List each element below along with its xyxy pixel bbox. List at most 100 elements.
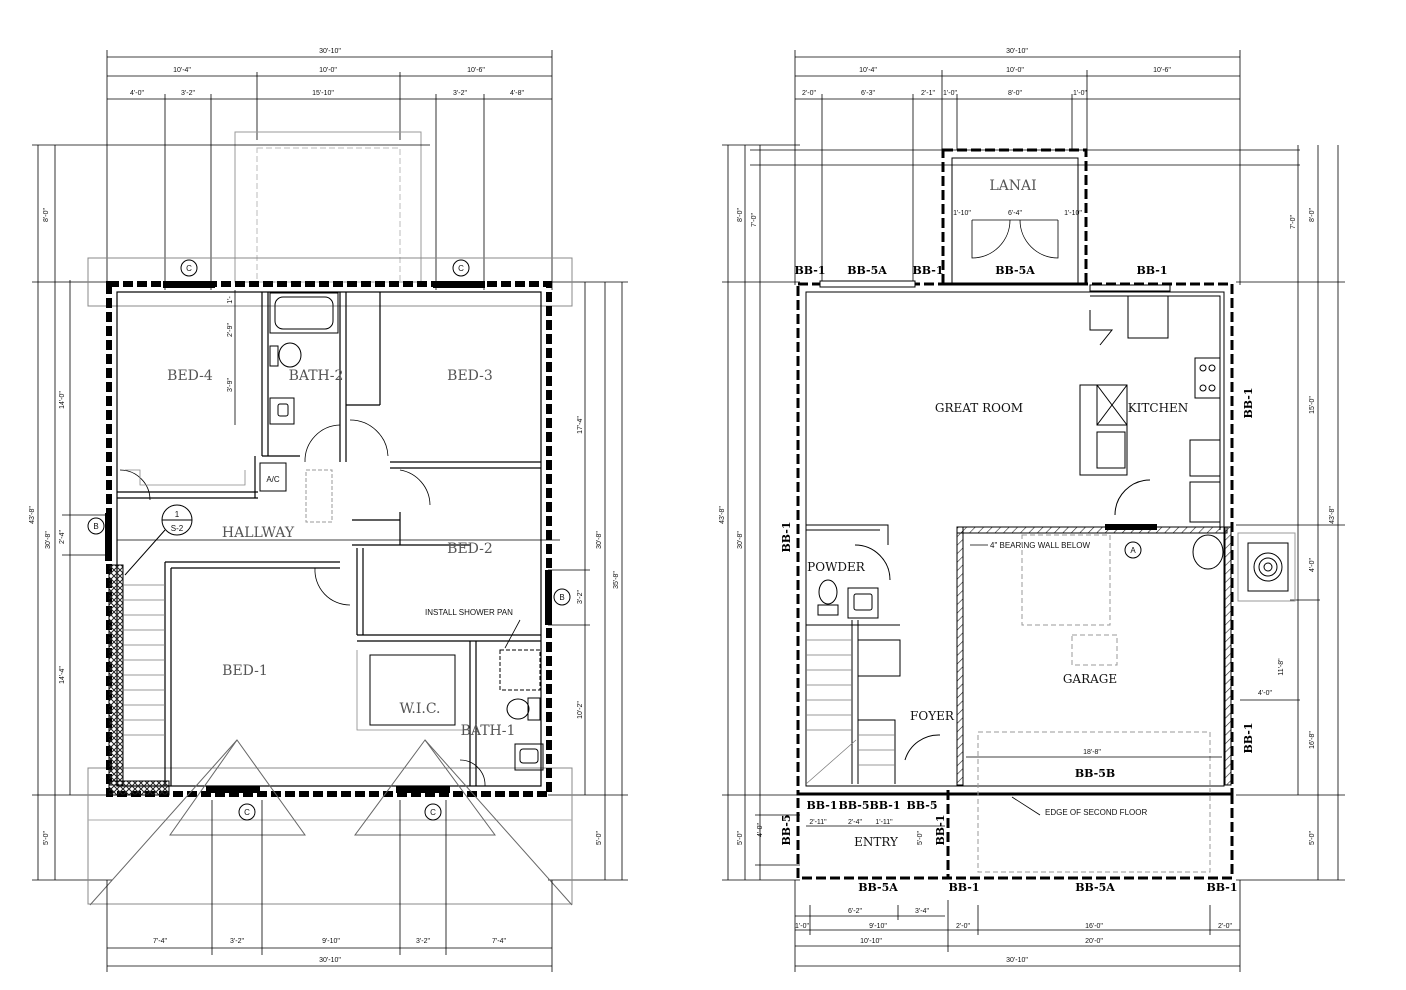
right-dim: 5'-0" bbox=[1309, 831, 1316, 845]
bearing-wall-note: 4" BEARING WALL BELOW bbox=[990, 541, 1091, 550]
eave-outline-bottom bbox=[87, 767, 573, 905]
section-tag bbox=[124, 504, 193, 576]
entry-dim: 2'-4" bbox=[848, 819, 862, 826]
bottom-dim: 20'-0" bbox=[1085, 938, 1103, 945]
right-dim: 35'-8" bbox=[613, 571, 620, 589]
beam-label: BB-5 bbox=[906, 799, 937, 812]
left-dim: 14'-0" bbox=[59, 391, 66, 409]
right-dim: 10'-2" bbox=[577, 701, 584, 719]
bottom-dim: 9'-10" bbox=[869, 923, 887, 930]
beam-label: BB-1 bbox=[1242, 722, 1255, 753]
left-dim: 7'-0" bbox=[751, 213, 758, 227]
room-label-bed-1: BED-1 bbox=[222, 663, 268, 679]
room-label-great-room: GREAT ROOM bbox=[935, 401, 1023, 415]
window-tag-label: A bbox=[1130, 546, 1136, 555]
ac-closet bbox=[259, 462, 287, 492]
top-dim: 10'-0" bbox=[1006, 67, 1024, 74]
beam-label: BB-5B bbox=[1075, 767, 1115, 780]
bottom-dim: 3'-2" bbox=[416, 938, 430, 945]
lanai-doors bbox=[971, 219, 1059, 259]
bottom-dim: 9'-10" bbox=[322, 938, 340, 945]
left-dim: 43'-8" bbox=[29, 506, 36, 524]
beam-label: BB-1 bbox=[948, 881, 979, 894]
room-label-kitchen: KITCHEN bbox=[1128, 401, 1189, 415]
bottom-dim: 3'-2" bbox=[230, 938, 244, 945]
right-dim: 4'-0" bbox=[1258, 690, 1272, 697]
beam-label: BB-5A bbox=[1075, 881, 1115, 894]
left-dim: 30'-8" bbox=[737, 531, 744, 549]
bottom-dimension-lines bbox=[794, 880, 1241, 972]
room-label-garage: GARAGE bbox=[1063, 672, 1117, 686]
top-sub-dim: 1'-0" bbox=[1073, 90, 1087, 97]
bottom-dim: 10'-10" bbox=[860, 938, 882, 945]
left-dim: 8'-0" bbox=[737, 208, 744, 222]
top-dim: 10'-0" bbox=[319, 67, 337, 74]
exterior-wall bbox=[106, 281, 552, 797]
top-sub-dim: 1'-0" bbox=[943, 90, 957, 97]
left-dim: 43'-8" bbox=[719, 506, 726, 524]
right-dim: 43'-8" bbox=[1329, 506, 1336, 524]
entry-dim: 1'-11" bbox=[875, 819, 893, 826]
right-dimension-lines bbox=[548, 281, 628, 881]
top-sub-dim: 3'-2" bbox=[453, 90, 467, 97]
beam-label: BB-1 bbox=[912, 264, 943, 277]
window-tag-label: C bbox=[430, 808, 436, 817]
top-sub-dim: 6'-3" bbox=[861, 90, 875, 97]
bath-dim: 2'-9" bbox=[227, 323, 234, 337]
bottom-dim: 3'-4" bbox=[915, 908, 929, 915]
bottom-overall-dim: 30'-10" bbox=[1006, 957, 1028, 964]
top-dimension-lines bbox=[106, 50, 553, 290]
section-tag-sheet: S-2 bbox=[171, 524, 184, 533]
window-tags bbox=[87, 259, 571, 821]
top-sub-dim: 15'-10" bbox=[312, 90, 334, 97]
exterior-wall bbox=[796, 282, 1234, 796]
shower-pan-note: INSTALL SHOWER PAN bbox=[425, 608, 513, 617]
window-tag-label: B bbox=[93, 522, 98, 531]
top-dim: 10'-6" bbox=[467, 67, 485, 74]
top-sub-dim: 2'-0" bbox=[802, 90, 816, 97]
right-dim: 8'-0" bbox=[1309, 208, 1316, 222]
stair-first-floor bbox=[805, 639, 895, 785]
bottom-dim: 1'-0" bbox=[795, 923, 809, 930]
interior-wall-line bbox=[116, 291, 542, 787]
right-dim: 7'-0" bbox=[1290, 215, 1297, 229]
top-dimension-lines bbox=[794, 50, 1241, 285]
lanai-dim: 1'-10" bbox=[1064, 210, 1082, 217]
room-label-entry: ENTRY bbox=[854, 835, 899, 849]
powder-fixtures bbox=[806, 524, 941, 784]
windows bbox=[105, 281, 552, 793]
right-dim: 16'-8" bbox=[1309, 731, 1316, 749]
first-floor-plan: 30'-10" 10'-4" 10'-0" 10'-6" 2'-0" 6'-3"… bbox=[719, 48, 1345, 972]
lanai-dim: 6'-4" bbox=[1008, 210, 1022, 217]
eave-outline-top bbox=[87, 257, 573, 307]
bottom-overall-dim: 30'-10" bbox=[319, 957, 341, 964]
lanai-dim: 1'-10" bbox=[953, 210, 971, 217]
top-dim: 10'-6" bbox=[1153, 67, 1171, 74]
room-label-bath-1: BATH-1 bbox=[461, 723, 516, 739]
edge-second-floor-note: EDGE OF SECOND FLOOR bbox=[1045, 808, 1147, 817]
right-dim: 30'-8" bbox=[596, 531, 603, 549]
bath-1-fixtures bbox=[369, 649, 544, 771]
right-dim: 11'-8" bbox=[1278, 658, 1285, 676]
bath-dim: 3'-9" bbox=[227, 378, 234, 392]
top-sub-dim: 8'-0" bbox=[1008, 90, 1022, 97]
right-dim: 5'-0" bbox=[596, 831, 603, 845]
right-dim: 15'-0" bbox=[1309, 396, 1316, 414]
stair-second-floor bbox=[108, 564, 170, 796]
overall-width-dim: 30'-10" bbox=[319, 48, 341, 55]
bottom-dim: 7'-4" bbox=[492, 938, 506, 945]
ac-label: A/C bbox=[266, 475, 280, 484]
beam-label: BB-5A bbox=[995, 264, 1035, 277]
kitchen-fixtures bbox=[1079, 295, 1221, 530]
top-dim: 10'-4" bbox=[173, 67, 191, 74]
beam-label: BB-1 bbox=[794, 264, 825, 277]
overall-width-dim: 30'-10" bbox=[1006, 48, 1028, 55]
left-dim: 4'-0" bbox=[757, 823, 764, 837]
window-tag-label: C bbox=[458, 264, 464, 273]
top-sub-dim: 4'-8" bbox=[510, 90, 524, 97]
beam-label: BB-1 bbox=[869, 799, 900, 812]
left-dim: 8'-0" bbox=[43, 208, 50, 222]
room-label-bed-4: BED-4 bbox=[167, 368, 213, 384]
beam-label: BB-1 bbox=[780, 521, 793, 552]
